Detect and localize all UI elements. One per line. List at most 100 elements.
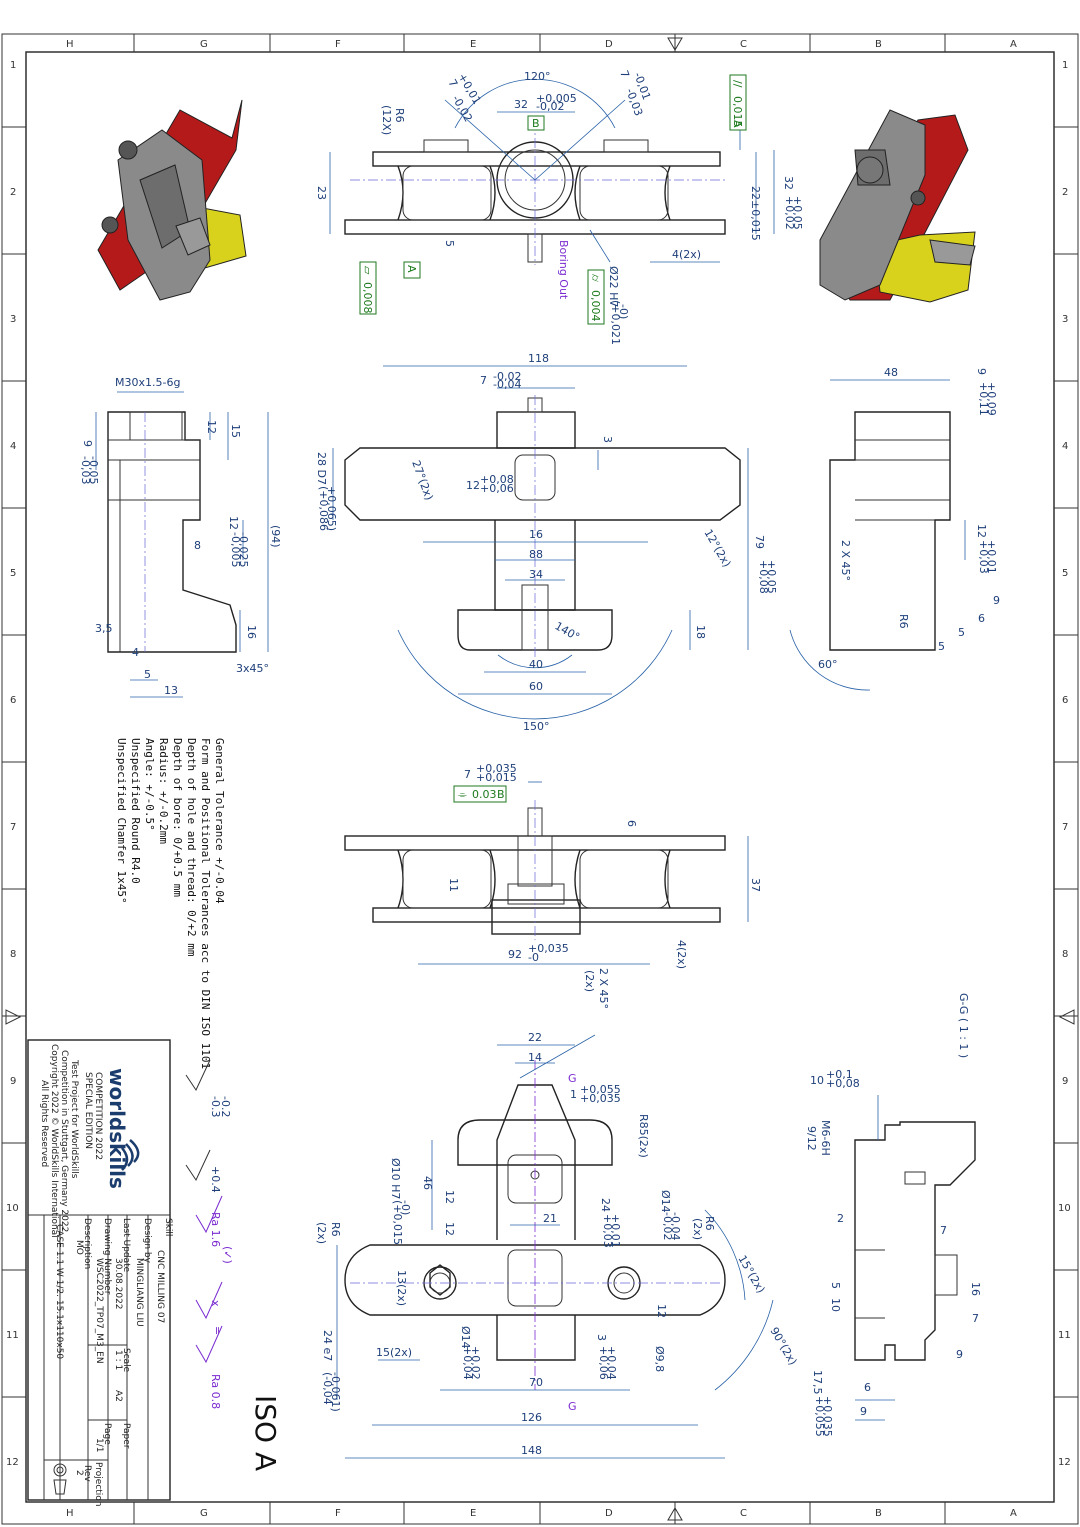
dim-tol: -0)	[617, 304, 630, 319]
dim-5: 5	[443, 240, 456, 247]
gdt-symmetry-ref: B	[497, 788, 505, 801]
dim-12: 12	[975, 524, 988, 538]
dim-tol: +0,1	[826, 1068, 853, 1081]
dim-d9-8: Ø9,8	[653, 1346, 666, 1372]
drawing-title: CNC MILLING 07	[155, 1250, 165, 1323]
dim-tol: +0,11	[977, 382, 990, 416]
iso-standard: ISO A	[249, 1395, 282, 1471]
gdt-parallel-ref: A	[731, 120, 744, 128]
grid-number: 11	[1058, 1330, 1071, 1341]
grid-letter: B	[875, 39, 882, 50]
grid-letter: E	[470, 39, 476, 50]
dim-tol: -0	[528, 951, 539, 964]
grid-letter: C	[740, 1508, 747, 1519]
dim-tol: +0,065)	[325, 486, 338, 531]
grid-number: 8	[10, 949, 16, 960]
worldskills-emblem	[121, 1139, 140, 1171]
dim-r6: R6	[393, 108, 406, 123]
general-notes: General Tolerance +/-0.04 Form and Posit…	[115, 738, 226, 1069]
iso-view-left	[97, 99, 247, 301]
front-view-dims: 118 7 -0,02 -0,04 3 27°(2x) 12 +0,08 +0,…	[315, 352, 778, 733]
paper-label: Paper	[121, 1423, 131, 1449]
dim-tol: +0,005	[536, 92, 577, 105]
dim-79: 79	[753, 535, 766, 549]
dim-37: 37	[749, 878, 762, 892]
dim-3: 3	[595, 1334, 608, 1341]
gdt-parallel-symbol: //	[731, 80, 744, 88]
datum-b: B	[532, 117, 540, 130]
title-block: worldskills COMPETITION 2022 SPECIAL EDI…	[27, 1039, 173, 1507]
grid-number: 4	[10, 441, 16, 452]
dim-tol: +0,035	[821, 1396, 834, 1437]
dim-21: 21	[543, 1212, 557, 1225]
left-view	[95, 391, 269, 698]
dim-tol: +0,03	[601, 1214, 614, 1248]
section-title: G-G ( 1 : 1 )	[957, 993, 970, 1058]
roughness-ra16: Ra 1.6	[209, 1212, 222, 1247]
grid-number: 7	[1062, 822, 1068, 833]
dim-3-5: 3,5	[95, 622, 113, 635]
grid-letter: D	[605, 39, 613, 50]
dim-m30: M30x1.5-6g	[115, 376, 180, 389]
surface-tol: -0.3	[209, 1096, 222, 1117]
dim-tol: +0,01	[609, 1214, 622, 1248]
description-label: Description	[82, 1218, 92, 1269]
grid-number: 4	[1062, 441, 1068, 452]
dim-tol: +0,01	[985, 540, 998, 574]
dim-4: 4	[132, 646, 139, 659]
dim-3: 3	[601, 436, 614, 443]
gdt-cyl-symbol: ⌭	[589, 274, 602, 282]
dim-22: 22±0,015	[749, 186, 762, 241]
grid-letter: G	[200, 1508, 208, 1519]
dim-16: 16	[969, 1282, 982, 1296]
dim-15-2x: 15(2x)	[376, 1346, 412, 1359]
dim-tol: +0,09	[985, 382, 998, 416]
edition-label: SPECIAL EDITION	[83, 1072, 93, 1149]
dim-tol: (+0,086	[317, 486, 330, 531]
last-update: 30.08.2022	[113, 1258, 123, 1310]
grid-letter: G	[200, 39, 208, 50]
gdt-flat-value: 0,008	[361, 282, 374, 314]
grid-letter: D	[605, 1508, 613, 1519]
section-view-dims: G-G ( 1 : 1 ) 10 +0,1 +0,08 M6-6H 9/12 2…	[805, 993, 982, 1437]
dim-d22: Ø22 H7	[607, 266, 620, 307]
dim-92: 92	[508, 948, 522, 961]
designer: MINGLIANG LIU	[134, 1258, 144, 1327]
dim-tol: +0,055	[580, 1083, 621, 1096]
gdt-parallel-value: 0,015	[731, 96, 744, 128]
dim-2: 2	[837, 1212, 844, 1225]
dim-tol: +0,05	[791, 196, 804, 230]
dim-tol: +0,06	[480, 482, 514, 495]
dim-7: 7	[940, 1224, 947, 1237]
center-mark-top	[667, 37, 683, 51]
competition-label: COMPETITION 2022	[93, 1072, 103, 1160]
dim-7b: 7	[972, 1312, 979, 1325]
info-line: All Rights Reserved	[39, 1080, 49, 1167]
roughness-ra08: Ra 0.8	[209, 1374, 222, 1409]
dim-tol: (+0,015	[391, 1200, 404, 1245]
grid-number: 12	[6, 1457, 19, 1468]
dim-tol: -0,005	[229, 532, 242, 567]
projection-symbol-icon	[53, 1463, 67, 1495]
dim-22: 22	[528, 1031, 542, 1044]
section-view	[854, 1095, 976, 1421]
dim-tol: +0,08	[826, 1077, 860, 1090]
dim-tol: +0,035	[528, 942, 569, 955]
center-mark-right	[1058, 1009, 1075, 1025]
dim-4-2x: 4(2x)	[672, 248, 701, 261]
dim-94: (94)	[269, 525, 282, 548]
grid-letter: F	[335, 39, 341, 50]
dim-12b: 12	[443, 1222, 456, 1236]
dim-9b: 9	[993, 594, 1000, 607]
dim-6: 6	[978, 612, 985, 625]
info-line: Competition in Stuttgart, Germany 2022	[59, 1050, 69, 1232]
grid-number: 3	[10, 314, 16, 325]
dim-6: 6	[864, 1381, 871, 1394]
grid-number: 2	[10, 187, 16, 198]
dim-24-e7: 24 e7	[321, 1330, 334, 1361]
grid-number: 3	[1062, 314, 1068, 325]
grid-number: 11	[6, 1330, 19, 1341]
dim-tol: -0,02	[493, 370, 521, 383]
dim-70: 70	[529, 1376, 543, 1389]
